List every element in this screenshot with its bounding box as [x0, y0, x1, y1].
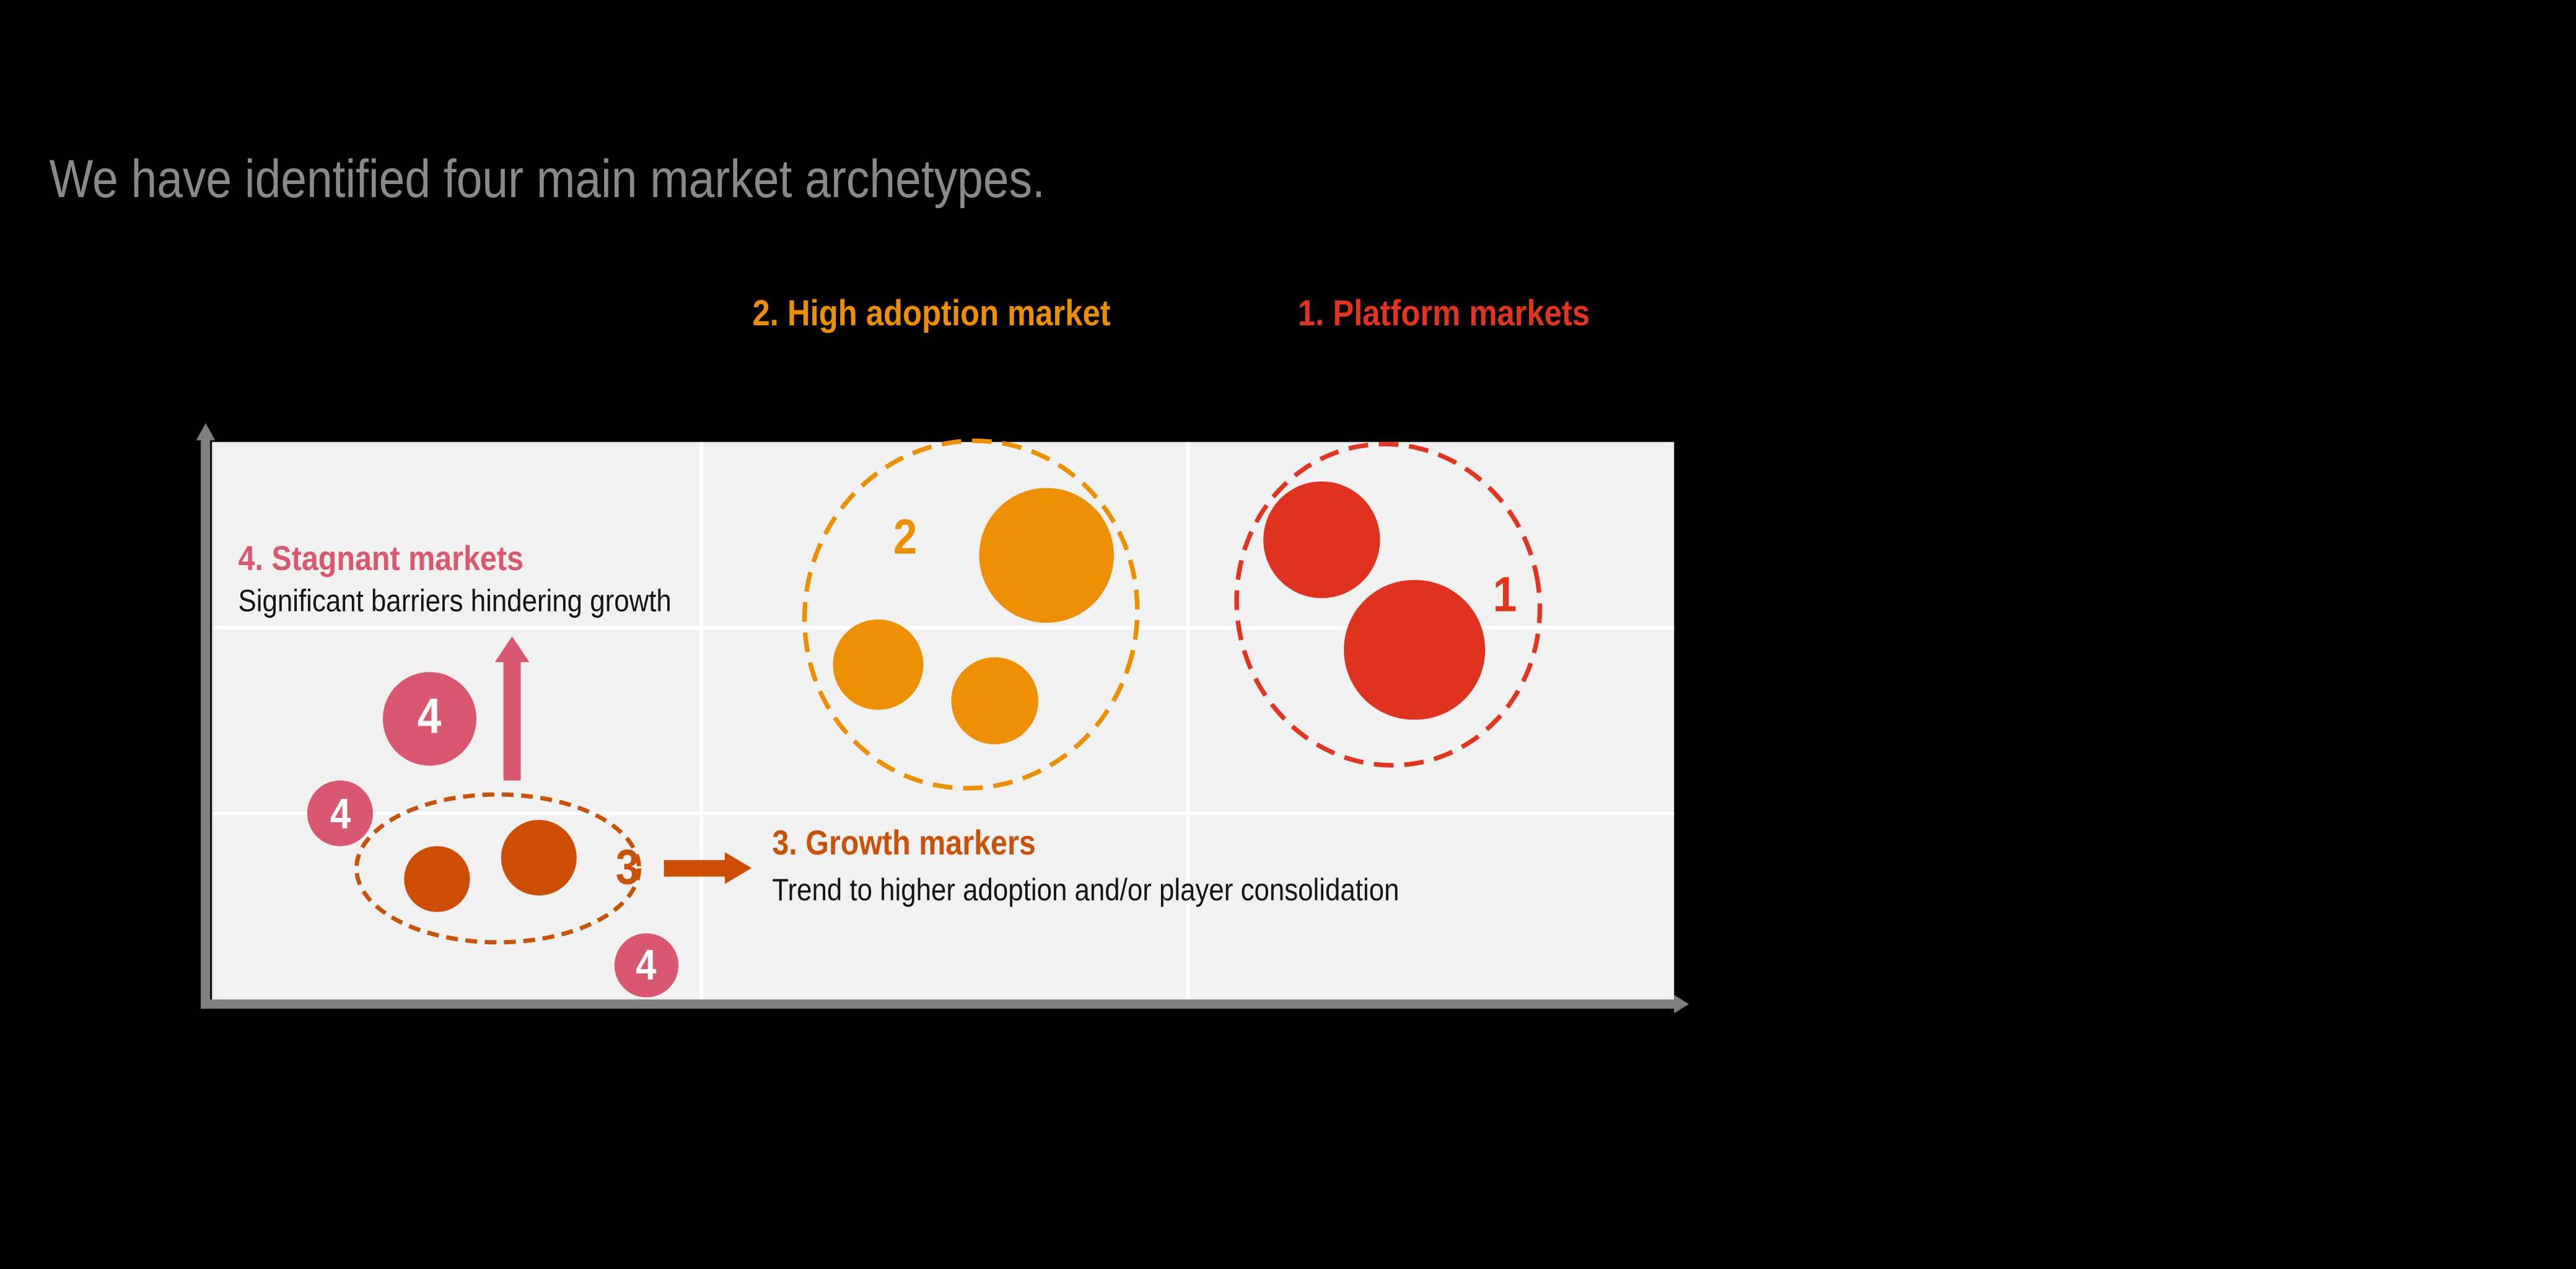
platform-cluster-ellipse — [1234, 441, 1543, 768]
stagnant-bubble-small-2: 4 — [614, 932, 679, 997]
right-arrow-icon — [664, 852, 752, 884]
up-arrow-icon — [494, 636, 530, 781]
heading-stagnant-markets: 4. Stagnant markets — [237, 540, 523, 579]
chart-plane — [212, 442, 1675, 1000]
gridline-vertical-1 — [699, 442, 703, 999]
subtitle-growth-markers: Trend to higher adoption and/or player c… — [772, 874, 1400, 908]
gridline-vertical-2 — [1186, 442, 1190, 999]
high-adoption-cluster-number: 2 — [893, 511, 918, 566]
growth-cluster-number: 3 — [615, 840, 639, 895]
growth-bubble-2 — [501, 820, 577, 897]
high-adoption-bubble-3 — [951, 657, 1038, 745]
gridline-horizontal-1 — [214, 626, 1675, 630]
heading-high-adoption-market: 2. High adoption market — [752, 292, 1111, 334]
x-axis-arrow-icon — [201, 995, 1689, 1014]
heading-platform-markets: 1. Platform markets — [1297, 292, 1590, 334]
high-adoption-cluster-ellipse — [802, 438, 1140, 791]
stagnant-bubble-large: 4 — [382, 671, 476, 765]
page-title-text: We have identified four main market arch… — [49, 149, 1045, 209]
page-title: We have identified four main market arch… — [50, 153, 1194, 206]
y-axis-arrow-icon — [196, 423, 216, 1009]
stagnant-bubble-small-1: 4 — [307, 781, 373, 847]
subtitle-stagnant-markets: Significant barriers hindering growth — [237, 584, 671, 620]
growth-cluster-ellipse — [354, 792, 642, 945]
growth-bubble-1 — [404, 846, 470, 912]
platform-bubble-2 — [1344, 579, 1485, 720]
gridline-horizontal-2 — [214, 812, 1675, 815]
heading-growth-markers: 3. Growth markers — [772, 824, 1036, 863]
platform-cluster-number: 1 — [1493, 568, 1518, 623]
high-adoption-bubble-2 — [833, 619, 924, 710]
platform-bubble-1 — [1262, 480, 1380, 597]
high-adoption-bubble-1 — [979, 487, 1114, 622]
